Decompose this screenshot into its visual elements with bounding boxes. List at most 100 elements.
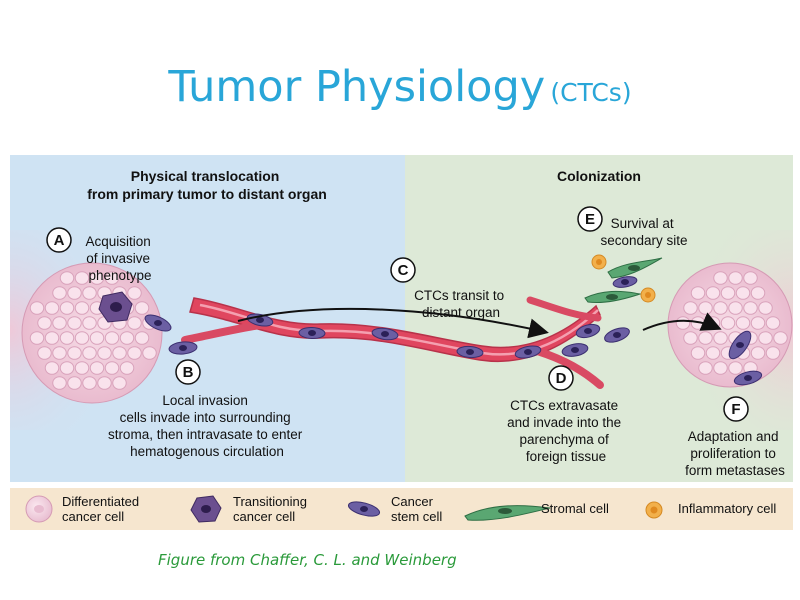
tumor-cell [142, 346, 157, 360]
tumor-cell [683, 331, 698, 345]
ctc-nucleus [466, 349, 474, 355]
tumor-cell [82, 376, 97, 390]
step-b: B Local invasion cells invade into surro… [108, 359, 303, 459]
tumor-cell [713, 301, 728, 315]
ctc-nucleus [381, 331, 389, 337]
legend-stromal: Stromal cell [464, 501, 609, 521]
tumor-cell [743, 271, 758, 285]
tumor-cell [29, 301, 45, 315]
step-e-label: Survival at secondary site [600, 216, 687, 248]
tumor-cell [67, 316, 82, 330]
tumor-cell [104, 361, 120, 375]
legend-inflammatory: Inflammatory cell [645, 501, 776, 519]
tumor-cell [104, 331, 120, 345]
tumor-cell [59, 361, 75, 375]
tumor-cell [37, 316, 52, 330]
step-d-label: CTCs extravasate and invade into the par… [507, 398, 625, 464]
tumor-cell [720, 286, 736, 300]
tumor-cell [74, 331, 90, 345]
legend-box [10, 488, 793, 530]
left-panel-header: Physical translocation from primary tumo… [87, 168, 327, 202]
tumor-cell [119, 331, 135, 345]
tumor-cell [750, 316, 766, 330]
figure-caption: Figure from Chaffer, C. L. and Weinberg [158, 551, 457, 569]
tumor-cell [728, 361, 743, 375]
tumor-cell [89, 331, 105, 345]
title-main: Tumor Physiology [168, 62, 546, 112]
tumor-cell [52, 346, 67, 360]
step-letter: A [54, 232, 65, 249]
step-letter: D [556, 370, 567, 387]
tumor-cell [127, 316, 142, 330]
step-a: A Acquisition of invasive phenotype [46, 227, 154, 283]
tumor-cell [750, 346, 766, 360]
tumor-cell [74, 301, 90, 315]
tumor-cell [67, 346, 82, 360]
tumor-cell [698, 331, 713, 345]
left-header-line: from primary tumor to distant organ [87, 186, 327, 202]
tumor-cell [89, 271, 105, 285]
tumor-cell [758, 331, 773, 345]
extravasated-cells [561, 323, 630, 357]
invading-cells [144, 314, 198, 355]
tumor-cell [720, 316, 736, 330]
tumor-cell [765, 316, 781, 330]
tumor-cell [112, 346, 127, 360]
tumor-cell [67, 286, 82, 300]
tumor-cell [750, 286, 766, 300]
tumor-cell [52, 286, 67, 300]
tumor-cell [675, 316, 691, 330]
tumor-cell [82, 316, 97, 330]
primary-tumor [21, 262, 163, 404]
tumor-cell [112, 376, 127, 390]
step-c-label: CTCs transit to distant organ [414, 288, 508, 320]
title-sub: (CTCs) [550, 78, 632, 107]
step-c: C CTCs transit to distant organ [390, 257, 508, 320]
svg-text:Cancer stem cell: Cancer stem cell [391, 494, 442, 524]
legend-stem-cell: Cancer stem cell [347, 494, 442, 524]
tumor-cell [44, 331, 60, 345]
tumor-cell [773, 331, 788, 345]
tumor-cell [97, 346, 112, 360]
tumor-cell [37, 346, 52, 360]
tumor-cell [728, 271, 743, 285]
transit-arrow [237, 307, 549, 339]
ctc-nucleus [308, 330, 316, 336]
ctc-nucleus [524, 349, 532, 355]
tumor-cell [134, 331, 150, 345]
tumor-cell [74, 271, 90, 285]
step-a-label: Acquisition of invasive phenotype [85, 234, 154, 283]
tumor-cell [735, 286, 751, 300]
tumor-cell [119, 361, 135, 375]
tumor-cell [728, 301, 743, 315]
svg-text:Stromal cell: Stromal cell [541, 501, 609, 516]
tumor-cell [97, 376, 112, 390]
step-e: E Survival at secondary site [577, 206, 688, 248]
step-letter: C [398, 262, 409, 279]
tumor-cell [743, 301, 758, 315]
tumor-cell [74, 361, 90, 375]
step-f-label: Adaptation and proliferation to form met… [685, 429, 785, 478]
tumor-cell [690, 286, 706, 300]
tumor-cell [735, 316, 751, 330]
tumor-cell [59, 331, 75, 345]
tumor-cell [52, 316, 67, 330]
tumor-cell [59, 271, 75, 285]
left-header-line: Physical translocation [131, 168, 280, 184]
legend-differentiated: Differentiated cancer cell [25, 494, 139, 524]
legend-transitioning: Transitioning cancer cell [190, 494, 307, 524]
tumor-cell [690, 346, 706, 360]
tumor-cell [82, 346, 97, 360]
tumor-cell [82, 286, 97, 300]
tumor-cell [713, 271, 728, 285]
step-letter: F [731, 401, 740, 418]
svg-text:Inflammatory cell: Inflammatory cell [678, 501, 776, 516]
tumor-cell [705, 286, 721, 300]
step-letter: B [183, 364, 194, 381]
step-letter: E [585, 211, 595, 228]
step-d: D CTCs extravasate and invade into the p… [507, 365, 625, 464]
tumor-cell [698, 301, 713, 315]
tumor-cell [713, 331, 728, 345]
tumor-cell [89, 361, 105, 375]
